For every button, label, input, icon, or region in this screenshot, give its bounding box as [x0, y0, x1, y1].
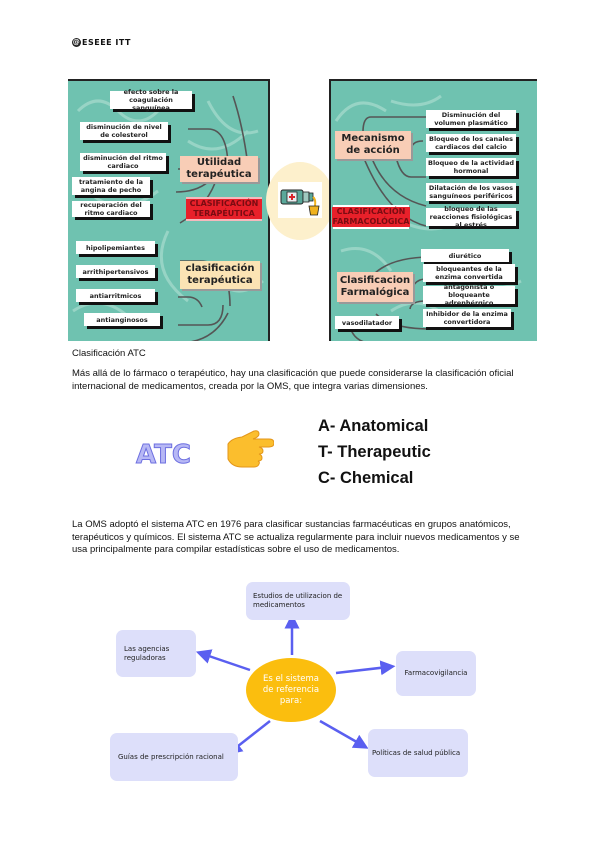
- logo-text: ESEEE ITT: [82, 38, 131, 47]
- node-ritmo-disminucion: disminución del ritmo cardiaco: [80, 153, 166, 171]
- hub-mecanismo-accion: Mecanismo de acción: [335, 131, 411, 159]
- paragraph-intro: Más allá de lo fármaco o terapéutico, ha…: [72, 368, 514, 392]
- node-estudios-utilizacion: Estudios de utilizacion de medicamentos: [246, 582, 350, 620]
- pointing-hand-icon: [224, 430, 275, 470]
- medicine-bottle-icon: [278, 182, 322, 218]
- node-dilatacion-vasos: Dilatación de los vasos sanguíneos perif…: [426, 183, 516, 201]
- node-angina: tratamiento de la angina de pecho: [72, 177, 150, 195]
- paragraph-oms: La OMS adoptó el sistema ATC en 1976 par…: [72, 519, 520, 555]
- title-clasificacion-farmacologica: CLASIFICACIÓN FARMACOLÓGICA: [331, 205, 411, 229]
- node-hipolipemiantes: hipolipemiantes: [76, 241, 155, 254]
- node-reacciones-estres: bloqueo de las reacciones fisiológicas a…: [426, 205, 516, 229]
- node-vasodilatador: vasodilatador: [335, 316, 399, 329]
- header-logo: @ESEEE ITT: [72, 38, 131, 47]
- concept-map-farmacologica: Disminución del volumen plasmático Bloqu…: [329, 79, 537, 341]
- node-inhibidor-enzima: Inhibidor de la enzima convertidora: [423, 309, 511, 327]
- logo-icon: @: [72, 38, 81, 47]
- hub-clasificacion-terapeutica: clasificación terapéutica: [180, 261, 260, 289]
- node-actividad-hormonal: Bloqueo de la actividad hormonal: [426, 158, 516, 176]
- arrow-guias: [227, 720, 271, 755]
- concept-map-terapeutica: efecto sobre la coagulación sanguínea di…: [68, 79, 270, 341]
- node-antagonista-adrenergico: antagonista o bloqueante adrenhérgico: [423, 283, 515, 307]
- title-clasificacion-terapeutica: CLASIFICACIÓN TERAPÉUTICA: [186, 197, 262, 221]
- atc-item-therapeutic: T- Therapeutic: [318, 443, 431, 461]
- node-ritmo-recuperacion: recuperación del ritmo cardiaco: [72, 201, 150, 217]
- node-canales-calcio: Bloqueo de los canales cardiacos del cal…: [426, 134, 516, 152]
- node-coagulacion: efecto sobre la coagulación sanguínea: [110, 88, 192, 112]
- section-heading: Clasificación ATC: [72, 348, 146, 359]
- node-antiarritmicos: antiarritmicos: [76, 289, 155, 302]
- atc-item-chemical: C- Chemical: [318, 469, 414, 487]
- node-arrithipertensivos: arrithipertensivos: [76, 265, 155, 278]
- diagram-center: Es el sistema de referencia para:: [246, 658, 336, 722]
- node-colesterol: disminución de nivel de colesterol: [80, 122, 168, 140]
- node-agencias-reguladoras: Las agencias reguladoras: [116, 630, 196, 677]
- hub-clasificacion-farmalogica: Clasificacion Farmalógica: [337, 272, 413, 302]
- arrow-farmacovigilancia: [335, 660, 396, 676]
- node-guias-prescripcion: Guías de prescripción racional: [110, 733, 238, 781]
- node-farmacovigilancia: Farmacovigilancia: [396, 651, 476, 696]
- atc-item-anatomical: A- Anatomical: [318, 417, 429, 435]
- node-diuretico: diurético: [421, 249, 509, 262]
- node-volumen-plasmatico: Disminución del volumen plasmático: [426, 110, 516, 128]
- hub-utilidad-terapeutica: Utilidad terapéutica: [180, 156, 258, 182]
- node-bloqueantes-enzima: bloqueantes de la enzima convertida: [423, 264, 515, 282]
- atc-list: A- Anatomical T- Therapeutic C- Chemical: [318, 413, 431, 491]
- arrow-agencias: [195, 649, 251, 672]
- node-antianginosos: antianginosos: [84, 313, 160, 326]
- atc-label: ATC: [136, 440, 192, 471]
- arrow-politicas: [319, 719, 369, 749]
- node-politicas-salud: Políticas de salud pública: [368, 729, 468, 777]
